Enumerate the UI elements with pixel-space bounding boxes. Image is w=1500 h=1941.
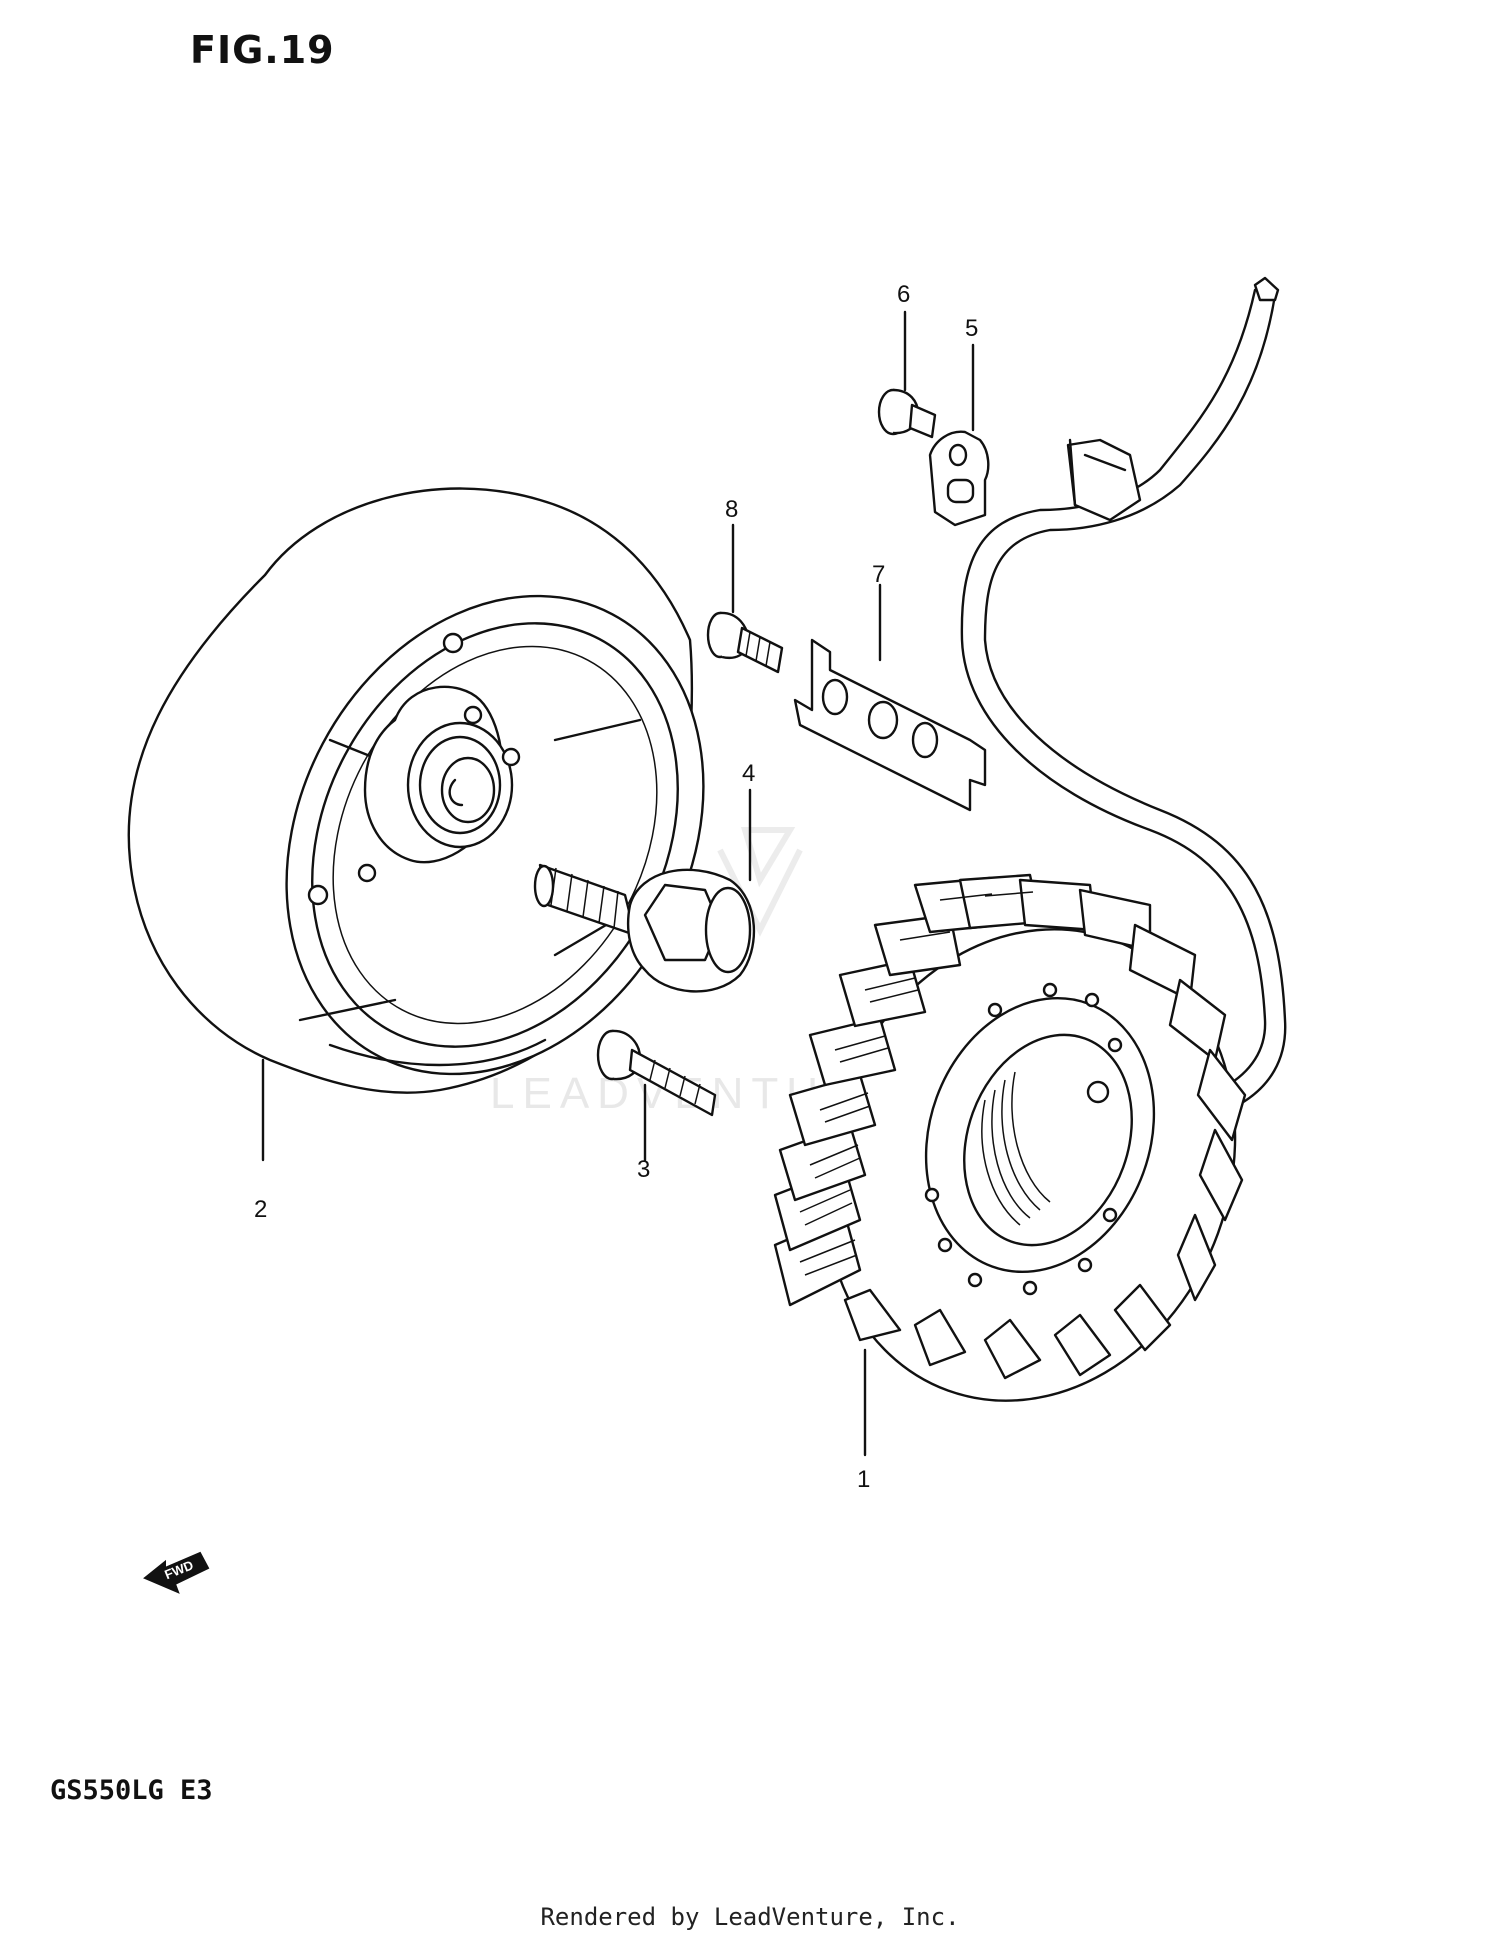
bolt-part-4[interactable]: 4 xyxy=(533,760,755,993)
callout-8: 8 xyxy=(725,496,738,523)
rotor-part-2[interactable]: 2 xyxy=(127,487,785,1223)
screw-part-3[interactable]: 3 xyxy=(596,1029,717,1183)
forward-arrow: FWD xyxy=(143,1551,210,1594)
footer-credit: Rendered by LeadVenture, Inc. xyxy=(540,1903,960,1931)
model-code: GS550LG E3 xyxy=(50,1775,213,1806)
callout-6: 6 xyxy=(897,281,910,308)
callout-7: 7 xyxy=(872,561,885,588)
clamp-part-5[interactable]: 5 xyxy=(928,315,990,527)
callout-5: 5 xyxy=(965,315,978,342)
plate-part-7[interactable]: 7 xyxy=(793,561,987,812)
screw-part-6[interactable]: 6 xyxy=(877,281,937,439)
callout-2: 2 xyxy=(254,1196,267,1223)
callout-1: 1 xyxy=(857,1466,870,1493)
callout-3: 3 xyxy=(637,1156,650,1183)
figure-title: FIG.19 xyxy=(190,28,335,72)
callout-4: 4 xyxy=(742,760,755,787)
screw-part-8[interactable]: 8 xyxy=(706,496,784,674)
stator-part-1[interactable]: 1 xyxy=(760,276,1300,1493)
